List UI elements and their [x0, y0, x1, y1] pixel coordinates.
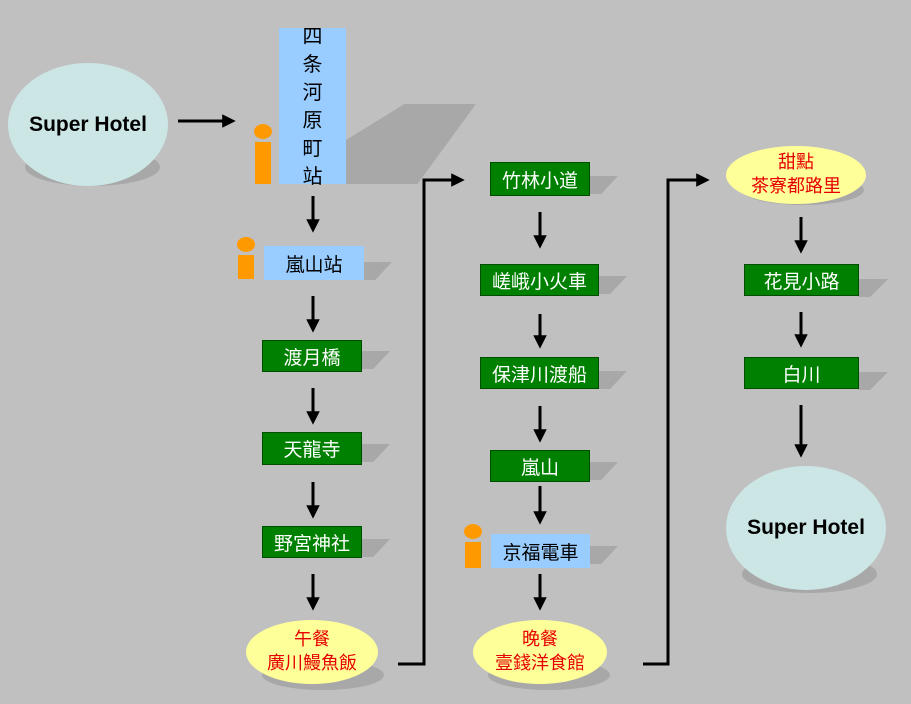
- hanamikoji-node: 花見小路: [744, 264, 859, 296]
- bamboo-path-node: 竹林小道: [490, 162, 590, 196]
- node-label: 京福電車: [502, 541, 579, 564]
- sagano-train-node: 嵯峨小火車: [480, 264, 599, 296]
- dessert-place: 茶寮都路里: [751, 176, 841, 197]
- connector-elbow: [398, 173, 465, 666]
- node-label: 花見小路: [763, 270, 840, 293]
- shirakawa-node: 白川: [744, 357, 859, 389]
- dessert-node: 甜點 茶寮都路里: [726, 146, 866, 204]
- node-label: 天龍寺: [283, 439, 341, 461]
- station-char: 河: [302, 80, 323, 104]
- connector-elbow: [643, 173, 710, 666]
- lunch-title: 午餐: [294, 629, 330, 650]
- start-hotel-label: Super Hotel: [29, 112, 147, 136]
- node-label: 嵐山: [520, 456, 559, 479]
- start-hotel-node: Super Hotel: [8, 63, 168, 186]
- end-hotel-node: Super Hotel: [726, 466, 886, 590]
- node-label: 野宮神社: [273, 532, 350, 555]
- lunch-place: 廣川鰻魚飯: [267, 653, 357, 674]
- hozugawa-boat-node: 保津川渡船: [480, 357, 599, 389]
- station-char: 条: [302, 52, 323, 76]
- station-char: 町: [302, 136, 323, 160]
- station-char: 四: [302, 24, 323, 48]
- dinner-title: 晚餐: [522, 629, 558, 650]
- node-label: 白川: [782, 363, 821, 386]
- arashiyama-station-node: 嵐山站: [264, 246, 364, 280]
- keifuku-train-node: 京福電車: [491, 534, 590, 568]
- tenryuji-node: 天龍寺: [262, 432, 362, 465]
- node-label: 嵐山站: [285, 253, 343, 276]
- dinner-place: 壹錢洋食館: [495, 653, 585, 674]
- dinner-node: 晚餐 壹錢洋食館: [473, 620, 607, 684]
- info-person-icon: [464, 524, 482, 568]
- lunch-node: 午餐 廣川鰻魚飯: [246, 620, 378, 684]
- nonomiya-node: 野宮神社: [262, 526, 362, 558]
- node-label: 渡月橋: [283, 346, 341, 369]
- end-hotel-label: Super Hotel: [747, 516, 865, 539]
- info-person-icon: [237, 237, 255, 279]
- node-label: 保津川渡船: [491, 363, 587, 386]
- station-char: 原: [302, 108, 323, 132]
- dessert-title: 甜點: [778, 152, 814, 173]
- shijo-kawaramachi-station-node: 四 条 河 原 町 站: [279, 24, 346, 188]
- node-label: 嵯峨小火車: [491, 270, 587, 293]
- togetsukyo-node: 渡月橋: [262, 340, 362, 372]
- arashiyama-node: 嵐山: [490, 450, 590, 482]
- info-person-icon: [254, 124, 272, 184]
- node-label: 竹林小道: [501, 169, 578, 192]
- station-char: 站: [302, 164, 323, 188]
